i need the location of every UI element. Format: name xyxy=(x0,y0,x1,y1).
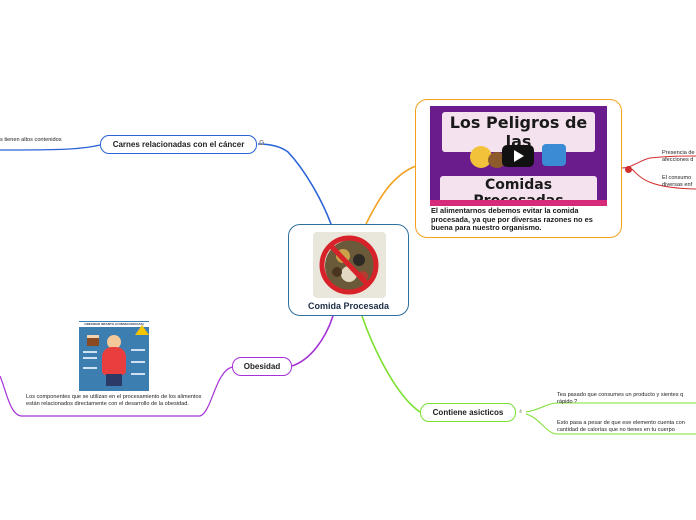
link-obesidad-left xyxy=(0,375,23,417)
topic-obesidad[interactable]: Obesidad xyxy=(232,357,292,376)
topic-asicticos-label: Contiene asicticos xyxy=(432,408,504,417)
infographic-header: OBESIDAD INFANTIL (CONSECUENCIAS) xyxy=(79,322,149,327)
attachment-icon[interactable] xyxy=(625,166,632,173)
link-central-asicticos xyxy=(361,315,421,413)
topic-cancer-label: Carnes relacionadas con el cáncer xyxy=(112,140,245,149)
obesity-infographic: OBESIDAD INFANTIL (CONSECUENCIAS) xyxy=(79,321,149,391)
link-central-peligros xyxy=(365,165,417,225)
asicticos-sub2: Esto pasa a pesar de que ese elemento cu… xyxy=(557,420,685,433)
cheese-icon xyxy=(135,325,149,335)
topic-cancer[interactable]: Carnes relacionadas con el cáncer xyxy=(100,135,257,154)
central-title: Comida Procesada xyxy=(307,301,390,311)
no-junk-food-image xyxy=(313,232,386,298)
collapse-toggle-icon[interactable]: G xyxy=(259,140,265,147)
video-bottom-bar xyxy=(430,200,607,206)
peligros-note: El alimentarnos debemos evitar la comida… xyxy=(431,206,593,233)
link-peligros-sub2 xyxy=(631,168,696,190)
central-topic[interactable]: Comida Procesada xyxy=(288,224,409,316)
link-central-cancer xyxy=(257,143,332,225)
globe-icon[interactable]: ♁ xyxy=(518,408,524,415)
video-thumbnail[interactable]: Los Peligros de las Comidas Procesadas xyxy=(430,106,607,206)
link-asicticos-sub1 xyxy=(525,402,696,413)
peligros-sub2: El consumo diversas enf xyxy=(662,175,693,188)
link-central-obesidad xyxy=(291,315,334,367)
obesidad-note: Los componentes que se utilizan en el pr… xyxy=(26,394,202,407)
link-asicticos-sub2 xyxy=(525,413,696,435)
asicticos-sub1: Tea pasado que consumes un producto y si… xyxy=(557,392,684,405)
play-button-icon[interactable] xyxy=(502,145,534,167)
child-face-icon xyxy=(107,335,121,349)
child-body-icon xyxy=(102,347,126,375)
link-cancer-note xyxy=(0,144,101,151)
child-legs-icon xyxy=(106,374,122,386)
link-obesidad-note xyxy=(22,366,233,417)
topic-asicticos[interactable]: Contiene asicticos xyxy=(420,403,516,422)
topic-obesidad-label: Obesidad xyxy=(243,362,281,371)
peligros-sub1: Presencia de afecciones d xyxy=(662,150,695,163)
cancer-note: s tienen altos contenidos xyxy=(0,137,62,143)
food-illustration xyxy=(468,142,568,172)
cake-icon xyxy=(87,335,99,346)
